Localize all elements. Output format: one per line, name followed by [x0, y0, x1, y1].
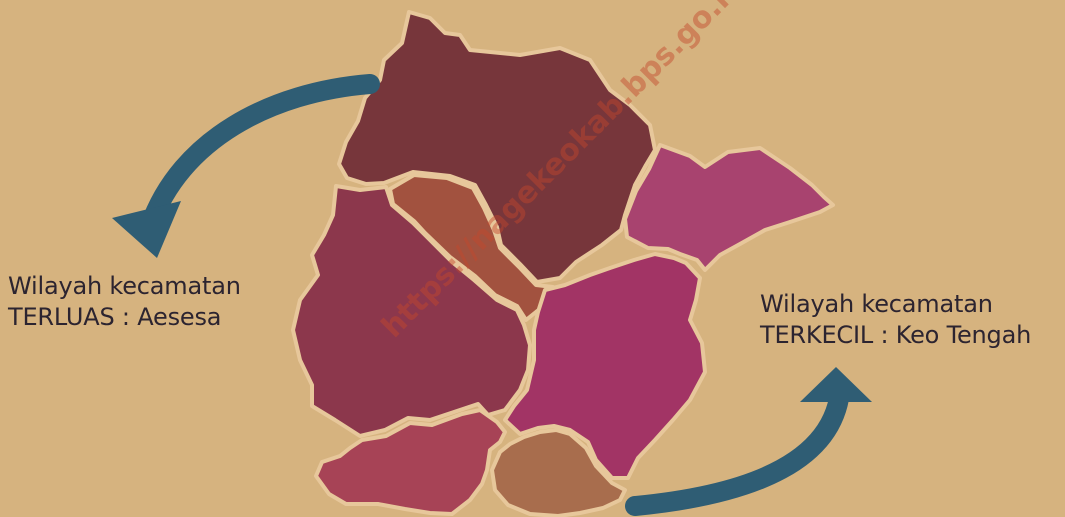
arrow-largest	[112, 74, 380, 258]
label-smallest-line1: Wilayah kecamatan	[760, 290, 993, 318]
label-smallest-line2: TERKECIL : Keo Tengah	[760, 321, 1032, 349]
district-southwest	[314, 408, 507, 516]
district-aesesa	[337, 10, 657, 284]
district-south	[490, 428, 627, 517]
label-largest-district: Wilayah kecamatan TERLUAS : Aesesa	[8, 271, 241, 333]
label-smallest-district: Wilayah kecamatan TERKECIL : Keo Tengah	[760, 289, 1031, 351]
district-east	[623, 143, 835, 272]
arrow-smallest	[625, 367, 872, 516]
district-center-southeast	[503, 252, 707, 480]
arrow-smallest-head	[800, 367, 872, 402]
district-west	[291, 184, 532, 438]
arrow-largest-shaft	[140, 74, 380, 236]
arrow-smallest-shaft	[625, 382, 850, 516]
label-largest-line2: TERLUAS : Aesesa	[8, 303, 222, 331]
label-largest-line1: Wilayah kecamatan	[8, 272, 241, 300]
arrow-largest-head	[112, 201, 181, 258]
